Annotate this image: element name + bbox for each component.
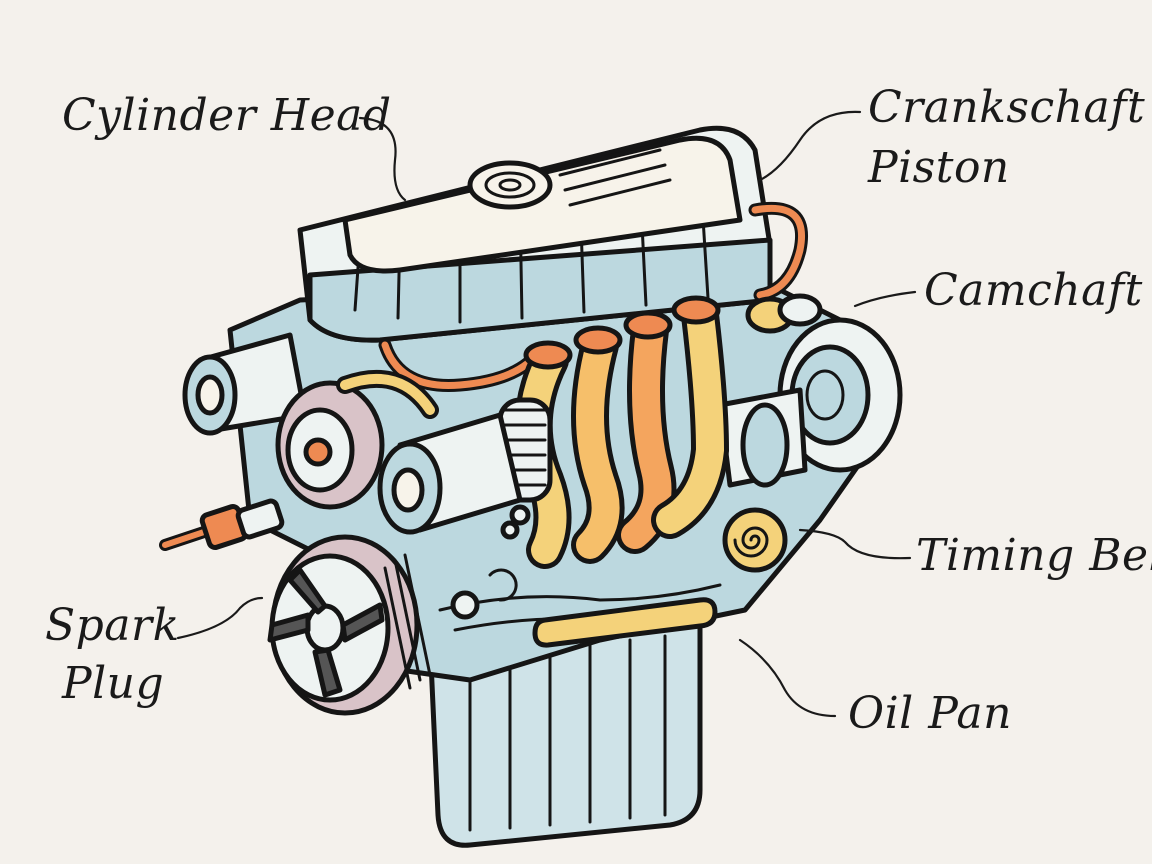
labels: Cylinder Head Crankschaft Piston Camchaf… — [45, 82, 1152, 739]
leader-lines — [176, 110, 917, 718]
camshaft-assembly — [717, 293, 903, 488]
leader-oil-pan — [738, 638, 837, 718]
leader-crankshaft — [758, 110, 862, 182]
label-crankshaft: Crankschaft — [868, 82, 1145, 133]
leader-camshaft — [853, 290, 917, 308]
label-timing-belt: Timing Belt — [916, 530, 1152, 581]
leader-cylinder-head — [358, 116, 407, 202]
leader-timing-belt — [798, 528, 912, 560]
timing-belt-tensioner — [722, 507, 788, 573]
label-spark-plug-line1: Spark — [45, 600, 180, 651]
leader-spark-plug — [176, 596, 264, 640]
label-camshaft: Camchaft — [924, 265, 1143, 316]
block-fittings — [450, 504, 531, 620]
spark-plug — [159, 498, 285, 551]
coolant-hoses — [378, 201, 808, 392]
oil-tube — [532, 597, 718, 648]
left-pulleys — [182, 332, 523, 535]
label-piston: Piston — [867, 142, 1010, 193]
cylinder-head — [297, 125, 773, 343]
crank-pulley — [267, 534, 432, 716]
label-spark-plug-line2: Plug — [61, 658, 164, 709]
label-oil-pan: Oil Pan — [848, 688, 1012, 739]
label-cylinder-head: Cylinder Head — [62, 90, 392, 141]
